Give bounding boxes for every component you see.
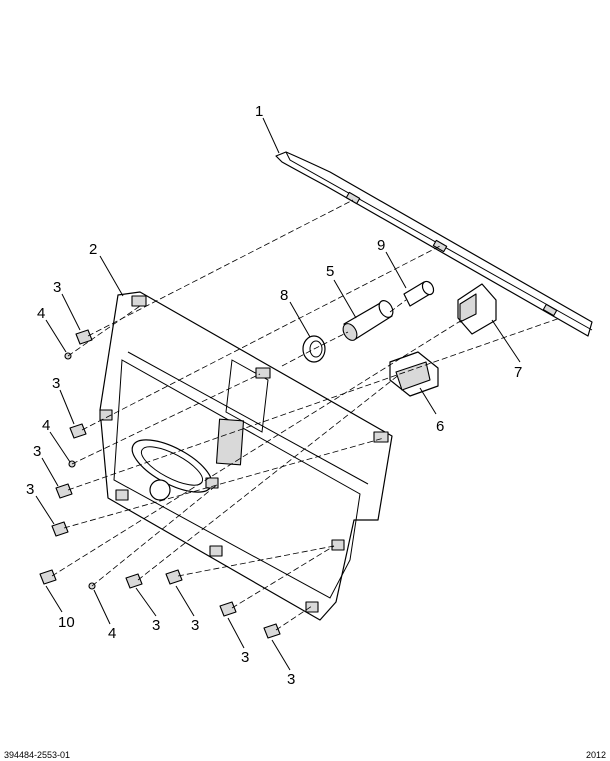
callout-3: 3 [52,375,60,392]
leader-lines [35,117,521,671]
callout-labels: 1 2 3 4 3 4 3 3 10 4 3 3 3 3 5 8 9 7 6 [26,103,522,688]
callout-10: 10 [58,614,75,631]
screw-fasteners [64,352,96,590]
callout-7: 7 [514,364,522,381]
plug-part-9 [403,280,435,307]
callout-3: 3 [152,617,160,634]
callout-1: 1 [255,103,263,120]
callout-3: 3 [33,443,41,460]
callout-4: 4 [37,305,45,322]
callout-3: 3 [287,671,295,688]
callout-8: 8 [280,287,288,304]
callout-3: 3 [241,649,249,666]
main-panel-part-2 [99,291,393,621]
callout-4: 4 [42,417,50,434]
footer: 394484-2553-01 2012 [4,750,606,760]
footer-illustration-id: 394484-2553-01 [4,750,70,760]
callout-3: 3 [26,481,34,498]
clip-fasteners [39,329,281,639]
switch-part-6 [389,351,439,397]
footer-year: 2012 [586,750,606,760]
callout-6: 6 [436,418,444,435]
callout-4: 4 [108,625,116,642]
callout-3: 3 [191,617,199,634]
callout-9: 9 [377,237,385,254]
alignment-lines [51,199,561,631]
trim-strip-part-1 [275,151,593,337]
callout-5: 5 [326,263,334,280]
callout-3: 3 [53,279,61,296]
connector-part-7 [457,283,497,335]
callout-2: 2 [89,241,97,258]
sleeve-part-5 [342,300,394,341]
